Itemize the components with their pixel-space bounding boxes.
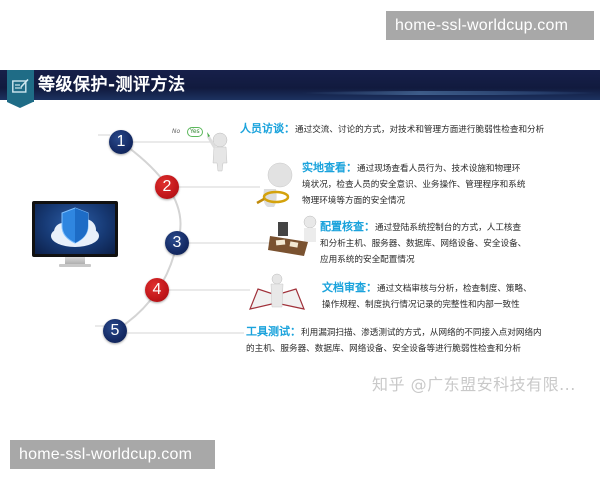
step-4-badge: 4: [145, 278, 169, 302]
step-2-text: 实地查看：通过现场查看人员行为、技术设施和物理环 境状况，检查人员的安全意识、业…: [302, 160, 542, 209]
step-1-colon: ：: [284, 122, 295, 135]
step-3-colon: ：: [364, 220, 375, 233]
step-3-line-1: 通过登陆系统控制台的方式，人工核查: [375, 223, 522, 233]
step-3-title: 配置核查: [320, 220, 364, 233]
step-2-colon: ：: [346, 161, 357, 174]
step-1-badge: 1: [109, 130, 133, 154]
header-bar: [0, 70, 600, 100]
step-2-title: 实地查看: [302, 161, 346, 174]
step-1-text: 人员访谈：通过交流、讨论的方式，对技术和管理方面进行脆弱性检查和分析: [240, 121, 544, 138]
step-2-line-2: 境状况，检查人员的安全意识、业务操作、管理程序和系统: [302, 180, 526, 190]
zhihu-watermark: 知乎 @广东盟安科技有限...: [372, 375, 576, 394]
no-label: No: [172, 128, 181, 135]
step-3-line-2: 和分析主机、服务器、数据库、网络设备、安全设备、: [320, 239, 527, 249]
step-3-text: 配置核查：通过登陆系统控制台的方式，人工核查 和分析主机、服务器、数据库、网络设…: [320, 219, 545, 268]
step-3-badge: 3: [165, 231, 189, 255]
step-5-text: 工具测试：利用漏洞扫描、渗透测试的方式，从网络的不同接入点对网络内 的主机、服务…: [246, 324, 546, 357]
step-5-colon: ：: [290, 325, 301, 338]
step-1-title: 人员访谈: [240, 122, 284, 135]
page-title: 等级保护-测评方法: [38, 75, 186, 95]
watermark-top: home-ssl-worldcup.com: [386, 11, 594, 40]
edit-note-icon: [12, 79, 29, 93]
step-5-line-1: 利用漏洞扫描、渗透测试的方式，从网络的不同接入点对网络内: [301, 328, 542, 338]
magnifier-figure-icon: [252, 161, 300, 213]
step-5-badge: 5: [103, 319, 127, 343]
step-5-line-2: 的主机、服务器、数据库、网络设备、安全设备等进行脆弱性检查和分析: [246, 344, 522, 354]
book-figure-icon: [248, 273, 306, 317]
step-4-line-2: 操作规程、制度执行情况记录的完整性和内部一致性: [322, 300, 520, 310]
step-4-line-1: 通过文档审核与分析，检查制度、策略、: [377, 284, 532, 294]
step-3-line-3: 应用系统的安全配置情况: [320, 255, 415, 265]
step-4-title: 文档审查: [322, 281, 366, 294]
cloud-shield-icon: [51, 207, 99, 247]
step-2-line-1: 通过现场查看人员行为、技术设施和物理环: [357, 164, 521, 174]
desk-figure-icon: [268, 212, 323, 266]
step-2-line-3: 物理环境等方面的安全情况: [302, 196, 406, 206]
header-icon-tab: [7, 70, 34, 108]
step-4-colon: ：: [366, 281, 377, 294]
step-1-line-1: 通过交流、讨论的方式，对技术和管理方面进行脆弱性检查和分析: [295, 125, 545, 135]
step-2-badge: 2: [155, 175, 179, 199]
monitor-illustration: [32, 201, 118, 267]
watermark-bottom: home-ssl-worldcup.com: [10, 440, 215, 469]
yes-label: Yes: [187, 127, 203, 137]
step-4-text: 文档审查：通过文档审核与分析，检查制度、策略、 操作规程、制度执行情况记录的完整…: [322, 280, 562, 313]
step-5-title: 工具测试: [246, 325, 290, 338]
